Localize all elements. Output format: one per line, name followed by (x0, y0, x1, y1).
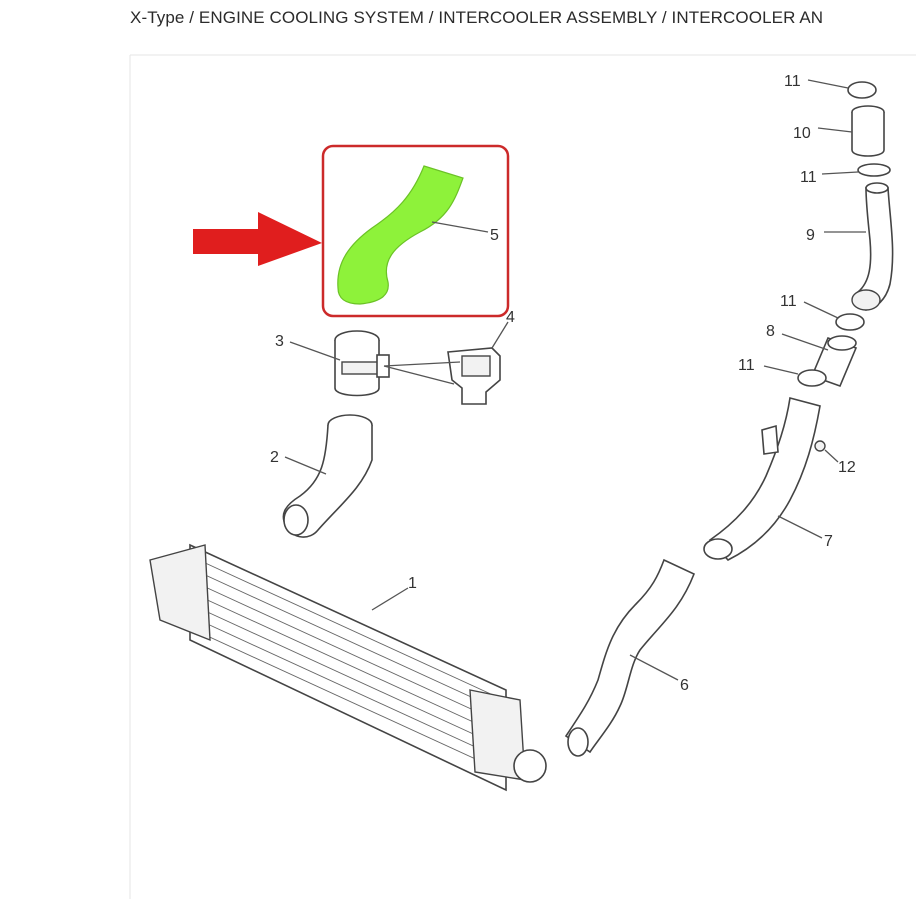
callout-8: 8 (766, 323, 775, 340)
callout-5: 5 (490, 227, 499, 244)
callout-7: 7 (824, 533, 833, 550)
bolt-part-12 (814, 440, 839, 463)
intercooler-part-1 (149, 543, 547, 792)
bracket-part-4 (383, 321, 509, 405)
pipe-part-7 (703, 396, 823, 561)
clamp-part-11-fourth (763, 365, 827, 387)
callout-12: 12 (838, 459, 856, 476)
hose-part-9 (824, 182, 894, 311)
callout-9: 9 (806, 227, 815, 244)
clamp-part-11-third (803, 301, 865, 331)
callout-11-third: 11 (780, 293, 797, 310)
sensor-housing-part-3 (289, 330, 390, 397)
clamp-part-11-top (807, 79, 877, 99)
callout-4: 4 (506, 309, 515, 326)
callout-11-top: 11 (784, 73, 801, 90)
callout-1: 1 (408, 575, 417, 592)
highlight-box (321, 144, 510, 318)
callout-10: 10 (793, 125, 811, 142)
hose-part-6 (564, 558, 696, 757)
highlight-arrow (193, 212, 322, 266)
hose-part-2 (282, 414, 373, 538)
hose-part-5 (337, 165, 489, 305)
callout-11-fourth: 11 (738, 357, 755, 374)
callout-6: 6 (680, 677, 689, 694)
callout-11-second: 11 (800, 169, 817, 186)
callout-3: 3 (275, 333, 284, 350)
breadcrumb-title: X-Type / ENGINE COOLING SYSTEM / INTERCO… (130, 8, 824, 27)
callout-2: 2 (270, 449, 279, 466)
clamp-part-11-second (821, 163, 891, 177)
sleeve-part-10 (817, 105, 885, 157)
